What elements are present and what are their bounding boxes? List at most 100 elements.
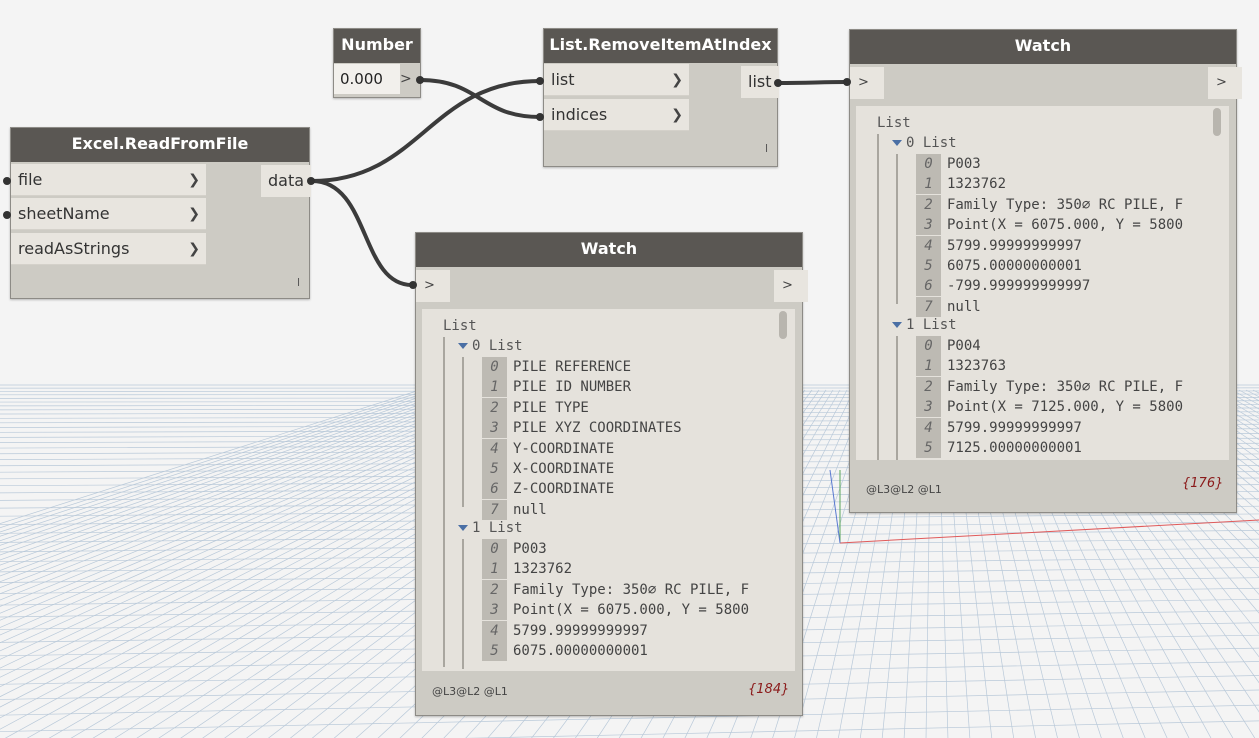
remove-input-indices[interactable]: indices ❯: [544, 99, 689, 131]
watch2-root-label: List: [877, 115, 911, 131]
item-value: -799.999999999997: [947, 278, 1091, 295]
collapse-triangle-icon[interactable]: [458, 525, 468, 531]
watch1-levels[interactable]: @L3@L2 @L1: [432, 685, 508, 698]
wire-list-to-watch2[interactable]: [777, 80, 847, 85]
chevron-right-icon: ❯: [188, 172, 200, 188]
item-index: 1: [482, 559, 507, 580]
item-index: 2: [482, 397, 507, 418]
watch1-output-port[interactable]: >: [774, 270, 808, 302]
number-node-title[interactable]: Number: [334, 29, 420, 63]
item-value: 1323762: [513, 561, 573, 578]
remove-input-indices-port[interactable]: [536, 113, 544, 121]
watch2-title[interactable]: Watch: [850, 30, 1236, 64]
number-value-field[interactable]: 0.000: [334, 64, 400, 94]
watch1-input-port[interactable]: >: [416, 270, 450, 302]
list-item: 0 P003: [916, 154, 981, 174]
chevron-right-icon: ❯: [188, 241, 200, 257]
item-value: PILE XYZ COORDINATES: [513, 420, 682, 437]
item-index: 3: [916, 215, 941, 236]
watch2-input-port[interactable]: >: [850, 67, 884, 99]
watch1-scrollbar[interactable]: [779, 311, 787, 339]
watch2-group-0[interactable]: 0 List: [892, 135, 957, 151]
wire-data-to-list[interactable]: [311, 79, 541, 183]
excel-input-sheetname[interactable]: sheetName ❯: [11, 198, 206, 230]
watch2-levels[interactable]: @L3@L2 @L1: [866, 483, 942, 496]
list-item: 1 1323762: [482, 559, 573, 580]
tree-guide: [462, 357, 464, 507]
collapse-triangle-icon[interactable]: [892, 140, 902, 146]
watch2-input-dot[interactable]: [843, 78, 851, 86]
item-index: 4: [482, 620, 507, 641]
remove-input-indices-label: indices: [551, 105, 608, 124]
item-index: 5: [482, 641, 507, 661]
remove-output-port[interactable]: [774, 79, 782, 87]
watch2-count: {176}: [1182, 476, 1224, 491]
watch1-title[interactable]: Watch: [416, 233, 802, 267]
item-value: 5799.99999999997: [513, 622, 648, 639]
item-index: 7: [482, 499, 507, 520]
watch1-group-1[interactable]: 1 List: [458, 520, 523, 536]
item-index: 2: [482, 579, 507, 600]
excel-output-port[interactable]: [307, 177, 315, 185]
item-value: 5799.99999999997: [947, 419, 1082, 436]
excel-input-sheetname-label: sheetName: [18, 204, 110, 223]
remove-item-title[interactable]: List.RemoveItemAtIndex: [544, 29, 777, 63]
excel-input-file[interactable]: file ❯: [11, 164, 206, 196]
item-index: 5: [482, 459, 507, 479]
item-value: Y-COORDINATE: [513, 440, 615, 457]
excel-input-sheetname-port[interactable]: [3, 211, 11, 219]
number-output-arrow[interactable]: >: [400, 71, 412, 87]
item-value: 5799.99999999997: [947, 237, 1082, 254]
watch2-scrollbar[interactable]: [1213, 108, 1221, 136]
collapse-triangle-icon[interactable]: [458, 343, 468, 349]
excel-input-readasstrings[interactable]: readAsStrings ❯: [11, 233, 206, 265]
item-value: P003: [947, 156, 981, 172]
remove-output-list[interactable]: list: [741, 66, 779, 98]
remove-item-node[interactable]: List.RemoveItemAtIndex list ❯ indices ❯ …: [543, 28, 779, 167]
tree-guide: [877, 134, 879, 460]
excel-read-title[interactable]: Excel.ReadFromFile: [11, 128, 309, 162]
number-node[interactable]: Number 0.000 >: [333, 28, 421, 98]
watch1-input-dot[interactable]: [409, 281, 417, 289]
wire-number-to-indices[interactable]: [419, 78, 541, 119]
watch2-group-1[interactable]: 1 List: [892, 317, 957, 333]
item-index: 6: [482, 479, 507, 500]
tree-guide: [896, 336, 898, 460]
remove-input-list-port[interactable]: [536, 77, 544, 85]
item-index: 0: [916, 154, 941, 174]
item-value: Family Type: 350∅ RC PILE, F: [947, 378, 1184, 395]
excel-read-node[interactable]: Excel.ReadFromFile file ❯ sheetName ❯ re…: [10, 127, 312, 299]
excel-output-data[interactable]: data: [261, 165, 312, 197]
list-item: 2 PILE TYPE: [482, 397, 589, 418]
wire-data-to-watch1[interactable]: [311, 179, 413, 287]
watch1-group-0[interactable]: 0 List: [458, 338, 523, 354]
lacing-indicator: l: [765, 142, 769, 155]
excel-input-file-port[interactable]: [3, 177, 11, 185]
item-value: X-COORDINATE: [513, 461, 615, 477]
number-output-port[interactable]: [416, 76, 424, 84]
watch1-count: {184}: [748, 682, 790, 697]
watch2-output-port[interactable]: >: [1208, 67, 1242, 99]
lacing-indicator: l: [297, 276, 301, 289]
collapse-triangle-icon[interactable]: [892, 322, 902, 328]
list-item: 5 X-COORDINATE: [482, 459, 614, 479]
item-value: Point(X = 6075.000, Y = 5800: [513, 602, 750, 619]
item-index: 6: [916, 276, 941, 297]
remove-input-list[interactable]: list ❯: [544, 64, 689, 96]
item-value: PILE TYPE: [513, 399, 589, 416]
item-index: 4: [916, 235, 941, 256]
